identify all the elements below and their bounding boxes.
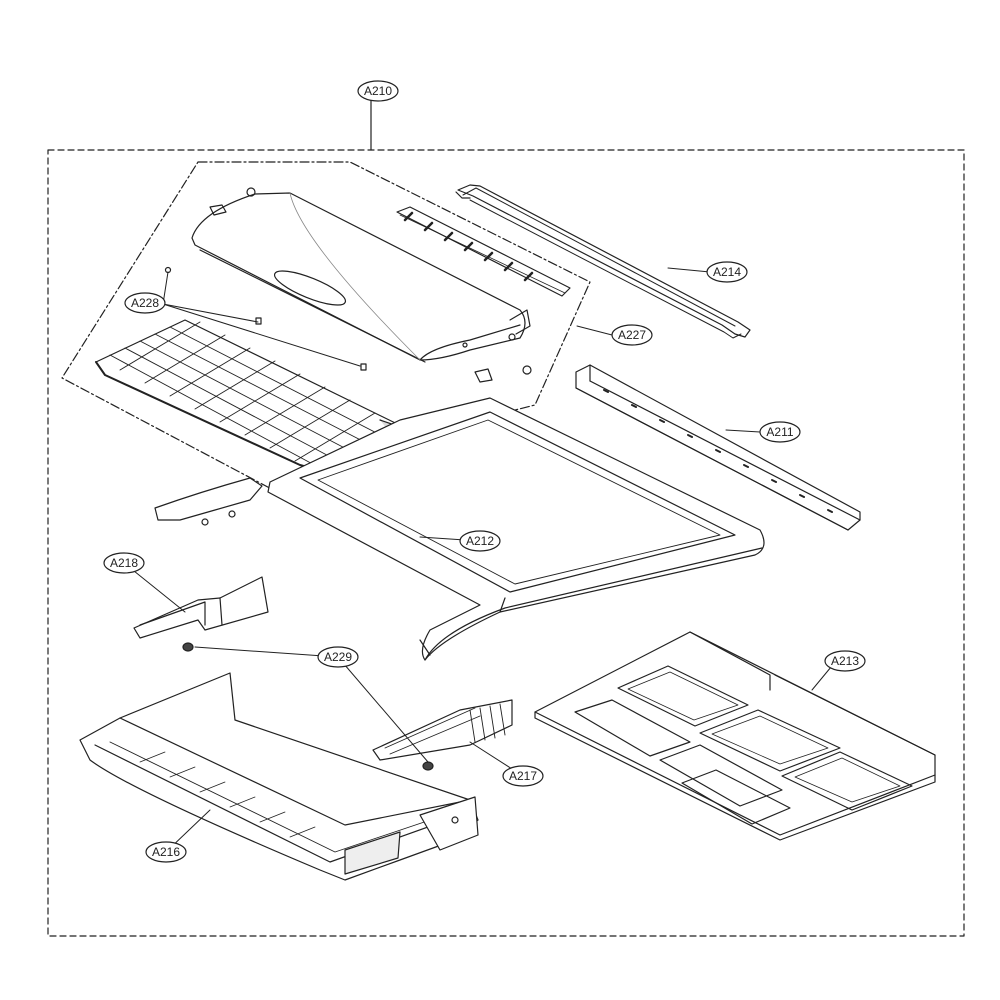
svg-text:A216: A216	[152, 845, 180, 859]
callout-A211: A211	[759, 421, 801, 443]
svg-text:A210: A210	[364, 84, 392, 98]
part-top-lid	[192, 193, 530, 362]
callout-A214: A214	[706, 261, 748, 283]
part-side-bracket	[576, 365, 860, 530]
svg-text:A228: A228	[131, 296, 159, 310]
svg-text:A229: A229	[324, 650, 352, 664]
svg-text:A217: A217	[509, 769, 537, 783]
callout-A218: A218	[103, 552, 145, 574]
part-top-frame	[155, 398, 764, 660]
callout-A213: A213	[824, 650, 866, 672]
callout-A212: A212	[459, 530, 501, 552]
callout-A228: A228	[124, 292, 166, 314]
svg-text:A211: A211	[766, 425, 793, 439]
part-badge-strip	[397, 207, 570, 296]
part-base-tray	[80, 673, 478, 880]
svg-text:A212: A212	[466, 534, 494, 548]
svg-text:A227: A227	[618, 328, 646, 342]
part-rear-rail	[456, 185, 750, 338]
svg-text:A214: A214	[713, 265, 741, 279]
callout-A227: A227	[611, 324, 653, 346]
assembly-boundary	[47, 149, 965, 937]
part-base-plate	[535, 632, 935, 840]
svg-text:A218: A218	[110, 556, 138, 570]
callout-A229: A229	[317, 646, 359, 668]
callout-A210: A210	[357, 80, 399, 102]
part-small-bracket	[134, 577, 268, 638]
svg-text:A213: A213	[831, 654, 859, 668]
callout-A217: A217	[502, 765, 544, 787]
callout-A216: A216	[145, 841, 187, 863]
part-vent-insert	[373, 700, 512, 760]
